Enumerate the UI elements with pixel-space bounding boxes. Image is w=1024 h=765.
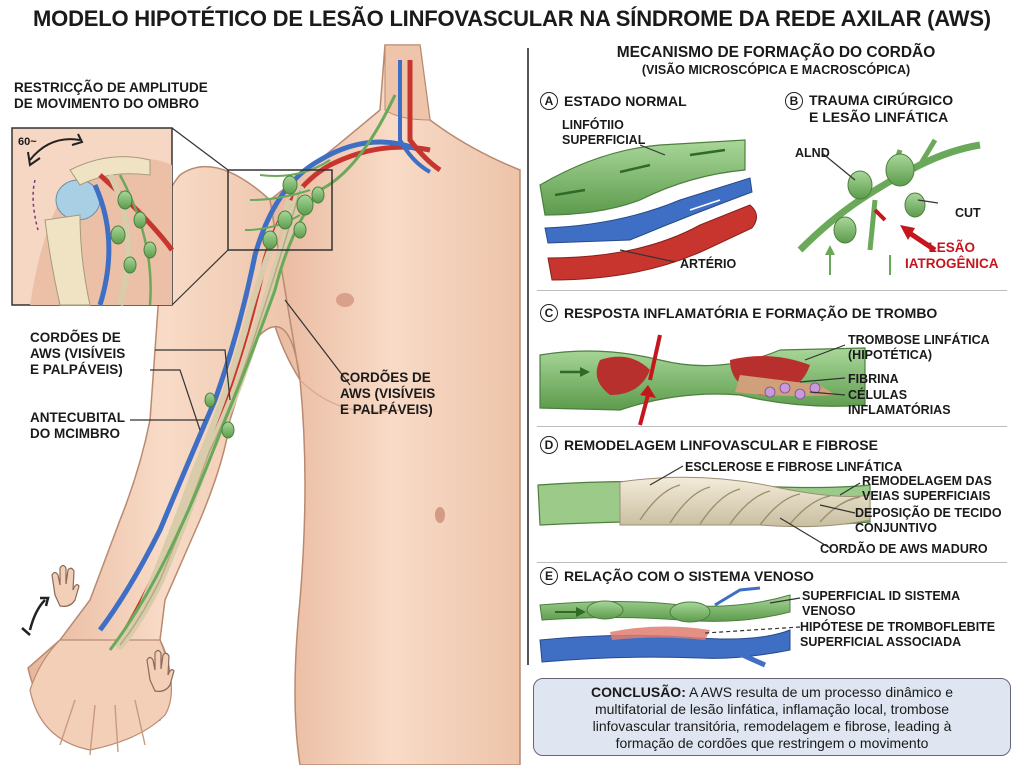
mechanism-subheading: (VISÃO MICROSCÓPICA E MACROSCÓPICA) <box>641 63 911 77</box>
panel-e-thrombo-line: HIPÓTESE DE TROMBOFLEBITE <box>800 620 996 634</box>
panel-e-label-venous: SUPERFICIAL ID SISTEMA VENOSO <box>802 589 960 619</box>
panel-separator <box>537 562 1007 563</box>
cords-left-line: CORDÕES DE <box>30 330 121 345</box>
cords-right-line: CORDÕES DE <box>340 370 431 385</box>
panel-b-label-cut: CUT <box>955 206 981 220</box>
panel-d-illustration <box>537 476 871 528</box>
panel-d-label-sclerosis: ESCLEROSE E FIBROSE LINFÁTICA <box>685 460 903 474</box>
rom-label: RESTRICÇÃO DE AMPLITUDE DE MOVIMENTO DO … <box>14 80 208 112</box>
conclusion-text: formação de cordões que restringem o mov… <box>615 735 929 751</box>
torso-arm-figure <box>27 44 521 765</box>
antecubital-line: ANTECUBITAL <box>30 410 125 425</box>
panel-c-heading: C RESPOSTA INFLAMATÓRIA E FORMAÇÃO DE TR… <box>540 304 937 322</box>
conclusion-text: A AWS resulta de um processo dinâmico e <box>685 684 954 700</box>
panel-e-heading: E RELAÇÃO COM O SISTEMA VENOSO <box>540 567 814 585</box>
section-divider <box>527 48 529 665</box>
aws-cords-label-left: CORDÕES DE AWS (VISÍVEIS E PALPÁVEIS) <box>30 330 125 378</box>
panel-c-cells-line: CÉLULAS <box>848 388 908 402</box>
panel-d-title: REMODELAGEM LINFOVASCULAR E FIBROSE <box>564 437 878 453</box>
antecubital-label: ANTECUBITAL DO MCIMBRO <box>30 410 125 442</box>
panel-b-title-line: TRAUMA CIRÚRGICO <box>809 92 954 108</box>
panel-e-illustration <box>539 586 791 668</box>
leader-lines <box>130 144 939 634</box>
panel-d-remodel-line: REMODELAGEM DAS <box>862 474 992 488</box>
panel-d-remodel-line: VEIAS SUPERFICIAIS <box>862 489 991 503</box>
panel-d-label-mature: CORDÃO DE AWS MADURO <box>820 542 988 556</box>
panel-c-cells-line: INFLAMATÓRIAS <box>848 403 951 417</box>
panel-c-illustration <box>539 334 866 426</box>
rotation-arrow-icon <box>21 596 50 636</box>
panel-a-illustration <box>539 139 757 281</box>
panel-c-title: RESPOSTA INFLAMATÓRIA E FORMAÇÃO DE TROM… <box>564 305 938 321</box>
hand-icon <box>51 564 175 692</box>
cords-right-line: E PALPÁVEIS) <box>340 402 433 417</box>
panel-d-heading: D REMODELAGEM LINFOVASCULAR E FIBROSE <box>540 436 878 454</box>
shoulder-inset <box>11 127 175 306</box>
conclusion-label: CONCLUSÃO: <box>590 684 686 700</box>
panel-d-tissue-line: DEPOSIÇÃO DE TECIDO <box>855 506 1002 520</box>
panel-d-letter: D <box>540 436 558 454</box>
panel-c-letter: C <box>540 304 558 322</box>
panel-separator <box>537 290 1007 291</box>
panel-c-thrombosis-line: (HIPOTÉTICA) <box>848 348 933 362</box>
panel-separator <box>537 426 1007 427</box>
rom-label-line: DE MOVIMENTO DO OMBRO <box>14 96 200 111</box>
panel-e-label-thrombophlebitis: HIPÓTESE DE TROMBOFLEBITE SUPERFICIAL AS… <box>800 620 995 650</box>
panel-d-tissue-line: CONJUNTIVO <box>855 521 937 535</box>
panel-a-label-artery: ARTÉRIO <box>680 257 737 271</box>
panel-a-heading: A ESTADO NORMAL <box>540 92 687 110</box>
panel-e-title: RELAÇÃO COM O SISTEMA VENOSO <box>564 568 814 584</box>
panel-e-letter: E <box>540 567 558 585</box>
panel-c-label-fibrin: FIBRINA <box>848 372 899 386</box>
page-title: MODELO HIPOTÉTICO DE LESÃO LINFOVASCULAR… <box>33 6 991 31</box>
cords-right-line: AWS (VISÍVEIS <box>340 386 436 401</box>
panel-c-label-thrombosis: TROMBOSE LINFÁTICA (HIPOTÉTICA) <box>848 333 990 363</box>
panel-b-title: TRAUMA CIRÚRGICO E LESÃO LINFÁTICA <box>809 92 953 126</box>
panel-c-thrombosis-line: TROMBOSE LINFÁTICA <box>848 333 990 347</box>
panel-b-heading: B TRAUMA CIRÚRGICO E LESÃO LINFÁTICA <box>785 92 953 126</box>
panel-b-lesion-line: LESÃO <box>928 240 975 255</box>
cords-left-line: E PALPÁVEIS) <box>30 362 123 377</box>
panel-b-label-alnd: ALND <box>795 146 830 160</box>
panel-c-label-cells: CÉLULAS INFLAMATÓRIAS <box>848 388 951 418</box>
conclusion-box: CONCLUSÃO: A AWS resulta de um processo … <box>533 678 1011 756</box>
panel-e-venous-line: SUPERFICIAL ID SISTEMA <box>802 589 961 603</box>
mechanism-heading: MECANISMO DE FORMAÇÃO DO CORDÃO <box>616 44 936 61</box>
panel-e-thrombo-line: SUPERFICIAL ASSOCIADA <box>800 635 962 649</box>
panel-b-lesion-line: IATROGÊNICA <box>905 256 999 271</box>
conclusion-text: linfovascular transitória, remodelagem e… <box>592 718 952 734</box>
panel-a-letter: A <box>540 92 558 110</box>
panel-b-label-lesion: LESÃO IATROGÊNICA <box>905 240 999 272</box>
panel-e-venous-line: VENOSO <box>802 604 856 618</box>
cords-left-line: AWS (VISÍVEIS <box>30 346 126 361</box>
rom-label-line: RESTRICÇÃO DE AMPLITUDE <box>14 80 208 95</box>
antecubital-line: DO MCIMBRO <box>30 426 120 441</box>
angle-label: 60~ <box>18 136 37 148</box>
aws-cords-label-right: CORDÕES DE AWS (VISÍVEIS E PALPÁVEIS) <box>340 370 435 418</box>
panel-a-title: ESTADO NORMAL <box>564 93 687 109</box>
panel-b-letter: B <box>785 92 803 110</box>
panel-b-illustration <box>797 138 981 275</box>
panel-b-title-line: E LESÃO LINFÁTICA <box>809 109 949 125</box>
panel-d-label-remodel: REMODELAGEM DAS VEIAS SUPERFICIAIS <box>862 474 992 504</box>
panel-a-label-lymph: LINFÓTIIO SUPERFICIAL <box>562 118 645 148</box>
panel-d-label-tissue: DEPOSIÇÃO DE TECIDO CONJUNTIVO <box>855 506 1002 536</box>
panel-a-lymph-line: LINFÓTIIO <box>562 118 624 132</box>
conclusion-line: CONCLUSÃO: A AWS resulta de um processo … <box>542 684 1002 701</box>
conclusion-text: multifatorial de lesão linfática, inflam… <box>594 701 950 717</box>
panel-a-lymph-line: SUPERFICIAL <box>562 133 646 147</box>
